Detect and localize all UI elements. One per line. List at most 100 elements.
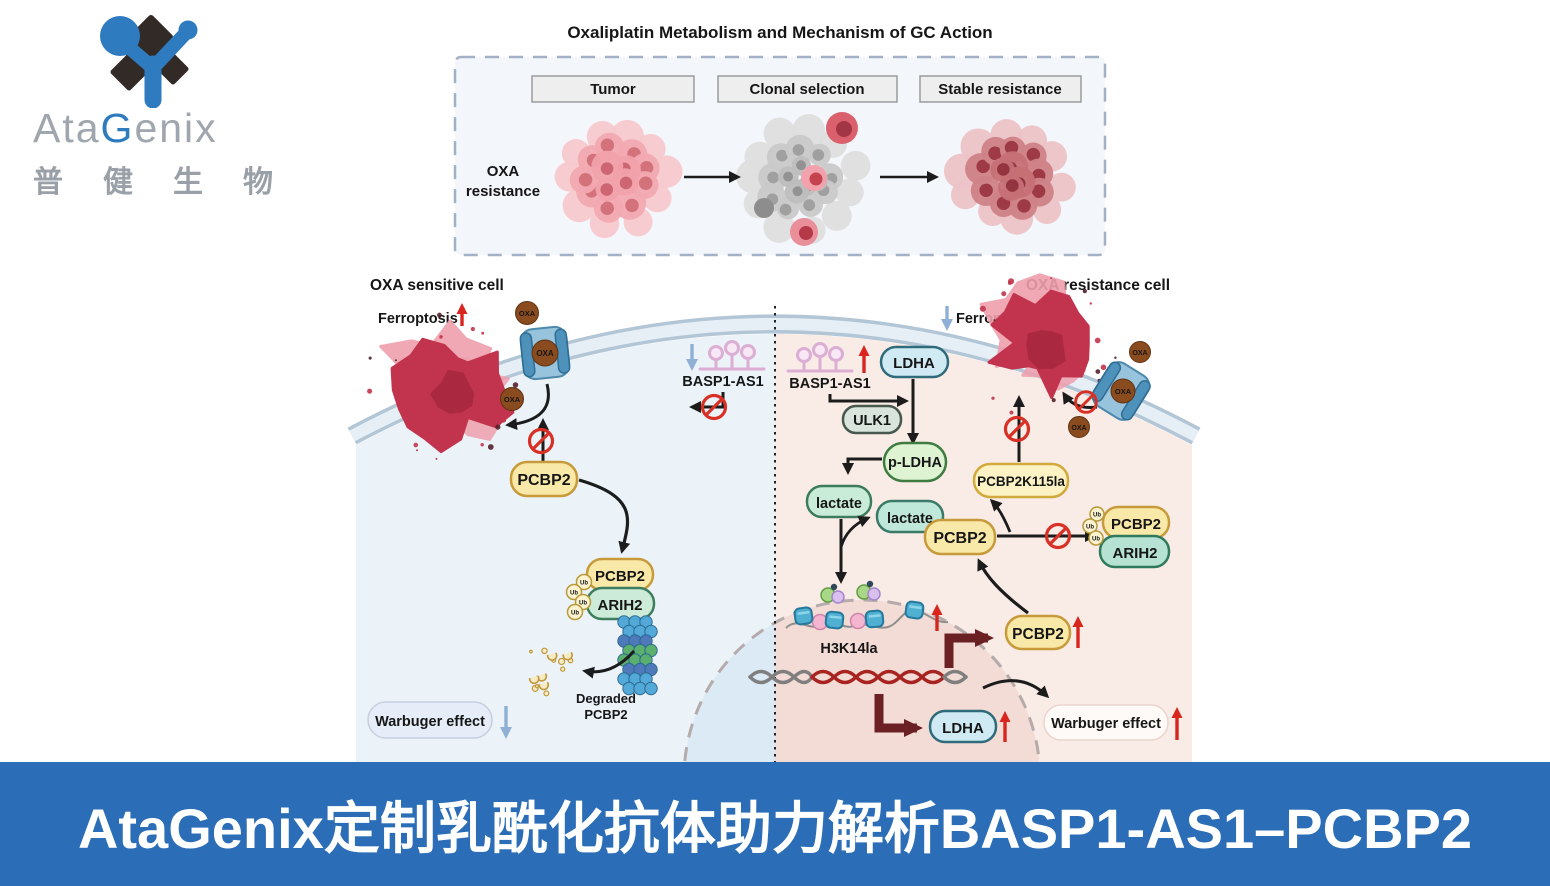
pcbp2-arih2-complex-right: PCBP2 ARIH2 <box>1098 505 1171 569</box>
svg-text:Ub: Ub <box>1086 525 1094 531</box>
stage-label-tumor: Tumor <box>531 75 695 103</box>
pcbp2-pill-right: PCBP2 <box>923 518 997 556</box>
transcription-arrow-ldha <box>874 694 923 737</box>
svg-text:ARIH2: ARIH2 <box>597 597 642 614</box>
basp1-label-left: BASP1-AS1 <box>682 374 763 390</box>
svg-text:p-LDHA: p-LDHA <box>888 455 942 471</box>
basp1-as1-rna-left <box>698 340 766 371</box>
svg-text:PCBP2K115la: PCBP2K115la <box>977 474 1065 489</box>
svg-text:LDHA: LDHA <box>893 355 935 372</box>
lactate-branch-arrow <box>839 516 871 548</box>
stable-resistance-cluster <box>943 119 1076 235</box>
proteasome <box>617 615 658 696</box>
nucleus-left-half <box>684 622 775 762</box>
brand-letter-g: G <box>100 105 135 151</box>
svg-text:Tumor: Tumor <box>590 81 636 98</box>
lactate-pill-2: lactate <box>875 499 945 534</box>
basp1-as1-rna-right <box>786 342 854 373</box>
svg-text:PCBP2: PCBP2 <box>1012 626 1064 643</box>
ferroptotic-cell-right <box>979 273 1117 415</box>
warburg-effect-right: Warbuger effect <box>1043 704 1169 741</box>
ulk1-pill: ULK1 <box>841 404 903 435</box>
oxa-molecule: OXA <box>531 339 559 367</box>
svg-text:OXA: OXA <box>1071 425 1086 432</box>
warburg-effect-left: Warbuger effect <box>367 701 493 739</box>
svg-text:Ub: Ub <box>570 591 578 597</box>
svg-text:PCBP2: PCBP2 <box>517 472 570 489</box>
oxa-molecule: OXA <box>500 387 524 411</box>
headline-banner: AtaGenix定制乳酰化抗体助力解析BASP1-AS1–PCBP2 <box>0 762 1550 886</box>
ldha-pill: LDHA <box>879 345 950 379</box>
svg-text:PCBP2: PCBP2 <box>595 568 645 585</box>
basp1-ulk1-arrow <box>828 394 909 407</box>
svg-text:Ub: Ub <box>1092 537 1100 543</box>
svg-text:OXA: OXA <box>504 395 521 404</box>
pcbp2k115la-pill: PCBP2K115la <box>972 462 1070 499</box>
atagenix-logo-icon <box>100 15 198 108</box>
ubiquitin-chain-left: Ub Ub Ub Ub <box>565 573 593 621</box>
svg-text:ARIH2: ARIH2 <box>1112 545 1157 562</box>
oxa-resistance-axis-label: OXA <box>487 163 520 180</box>
stage-label-stable-resistance: Stable resistance <box>919 75 1082 103</box>
oxa-efflux-arrow <box>505 383 550 431</box>
clonal-selection-cluster <box>736 112 871 246</box>
oxa-molecule: OXA <box>515 301 539 325</box>
svg-text:Ub: Ub <box>579 601 587 607</box>
svg-text:OXA: OXA <box>1115 387 1132 396</box>
mechanism-diagram: Oxaliplatin Metabolism and Mechanism of … <box>347 23 1201 762</box>
sensitive-cell-cytoplasm <box>356 334 775 762</box>
degraded-label-2: PCBP2 <box>584 707 627 722</box>
h3k14la-label: H3K14la <box>820 641 878 657</box>
degraded-pcbp2-fragments <box>528 647 574 697</box>
headline-text: AtaGenix定制乳酰化抗体助力解析BASP1-AS1–PCBP2 <box>77 796 1473 860</box>
svg-text:Warbuger effect: Warbuger effect <box>1051 716 1161 732</box>
svg-text:LDHA: LDHA <box>942 720 984 737</box>
svg-text:lactate: lactate <box>816 496 862 512</box>
pcbp2-arih2-complex-left: PCBP2 ARIH2 <box>585 557 656 621</box>
pldha-lactate-arrow <box>842 457 882 475</box>
p-ldha-pill: p-LDHA <box>882 441 948 483</box>
svg-text:OXA: OXA <box>1132 350 1147 357</box>
brand-wordmark: AtaGenix <box>33 108 303 149</box>
svg-text:Clonal selection: Clonal selection <box>749 81 864 98</box>
dna-helix <box>748 669 968 685</box>
left-cell-heading: OXA sensitive cell <box>370 277 504 294</box>
oxa-resistance-axis-label2: resistance <box>466 183 540 200</box>
ldha-nucleus-pill: LDHA <box>928 709 998 744</box>
ferroptotic-cell-left <box>367 312 519 460</box>
brand-chinese: 普健生物 <box>33 166 313 199</box>
svg-text:ULK1: ULK1 <box>853 413 891 429</box>
degraded-label-1: Degraded <box>576 691 636 706</box>
svg-text:Ub: Ub <box>1093 513 1101 519</box>
svg-text:PCBP2: PCBP2 <box>933 530 986 547</box>
ubiquitin-chain-right: Ub Ub Ub <box>1082 506 1105 546</box>
brand-part1: Ata <box>33 105 101 151</box>
pcbp2-to-complex-arrow <box>578 478 631 554</box>
oxa-molecule: OXA <box>1129 341 1151 363</box>
figure-title: Oxaliplatin Metabolism and Mechanism of … <box>567 23 992 42</box>
degradation-arrow <box>582 650 636 679</box>
atagenix-logo: AtaGenix 普健生物 <box>33 6 303 201</box>
svg-text:Ub: Ub <box>580 581 588 587</box>
pcbp2-translation-arrow <box>977 558 1029 615</box>
svg-text:Stable resistance: Stable resistance <box>938 81 1061 98</box>
lactylation-arrow <box>989 498 1012 533</box>
pcbp2-pill: PCBP2 <box>509 460 579 498</box>
svg-text:OXA: OXA <box>536 349 554 358</box>
basp1-label-right: BASP1-AS1 <box>789 376 870 392</box>
oxa-molecule: OXA <box>1068 416 1090 438</box>
lactylation-writer <box>820 583 845 604</box>
lactate-pill-1: lactate <box>805 484 873 519</box>
warburg-link-arrow <box>982 679 1050 699</box>
svg-text:Warbuger effect: Warbuger effect <box>375 714 485 730</box>
svg-text:OXA: OXA <box>519 309 536 318</box>
nucleosome-chain <box>785 580 949 631</box>
svg-text:Ub: Ub <box>571 611 579 617</box>
lactylation-writer <box>856 580 881 601</box>
transcription-arrow-pcbp2 <box>944 629 994 668</box>
svg-text:PCBP2: PCBP2 <box>1111 516 1161 533</box>
svg-text:lactate: lactate <box>887 511 933 527</box>
oxa-molecule: OXA <box>1110 378 1136 404</box>
stage-label-clonal-selection: Clonal selection <box>717 75 898 103</box>
